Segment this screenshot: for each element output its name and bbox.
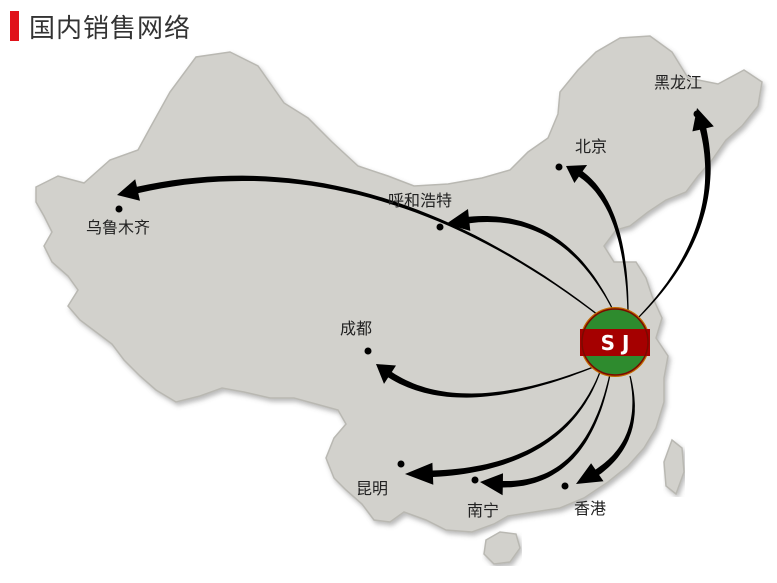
- arrow-to-xianggang: [576, 375, 635, 484]
- city-label-beijing: 北京: [575, 137, 607, 156]
- title-accent-bar: [10, 11, 19, 41]
- city-label-kunming: 昆明: [356, 479, 388, 498]
- city-label-huhehaote: 呼和浩特: [388, 191, 452, 210]
- arrow-to-chengdu: [376, 364, 597, 398]
- city-dot-beijing: [555, 163, 563, 171]
- logo-text: S J: [601, 331, 630, 355]
- taiwan-island-shape: [663, 438, 685, 496]
- arrow-to-heilongjiang: [635, 108, 714, 321]
- city-dot-huhehaote: [436, 223, 444, 231]
- city-dot-heilongjiang: [693, 110, 701, 118]
- city-dot-nanning: [471, 476, 479, 484]
- arrow-to-nanning: [480, 373, 611, 496]
- page-title: 国内销售网络: [29, 13, 192, 44]
- logo-band: [580, 329, 650, 356]
- title-bar: 国内销售网络: [10, 8, 191, 44]
- arrow-to-huhehaote: [446, 209, 613, 309]
- city-group: 黑龙江 北京 呼和浩特 乌鲁木齐 成都 昆明 南宁 香港: [86, 73, 702, 520]
- arrow-to-kunming: [405, 371, 601, 485]
- mainland-china-shape: [35, 35, 763, 533]
- city-dot-xianggang: [561, 482, 569, 490]
- city-label-nanning: 南宁: [467, 501, 499, 520]
- city-label-wulumuqi: 乌鲁木齐: [86, 218, 150, 237]
- city-label-heilongjiang: 黑龙江: [654, 73, 702, 92]
- arrow-group: [117, 108, 714, 496]
- city-dot-kunming: [397, 460, 405, 468]
- city-dot-chengdu: [364, 347, 372, 355]
- city-label-chengdu: 成都: [340, 319, 372, 338]
- hainan-island-shape: [483, 531, 521, 565]
- city-label-xianggang: 香港: [574, 499, 606, 518]
- sj-logo: S J: [580, 307, 650, 377]
- city-dot-wulumuqi: [115, 205, 123, 213]
